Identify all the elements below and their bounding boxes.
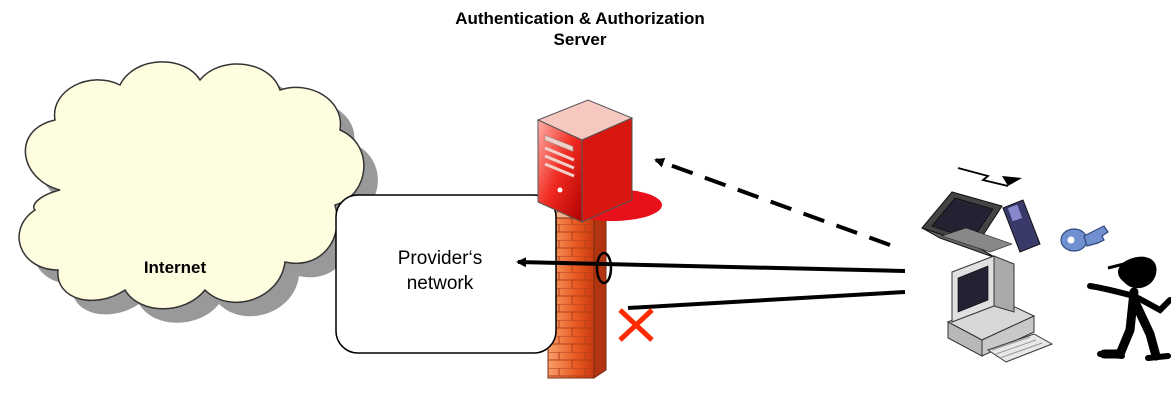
laptop-icon	[921, 191, 1013, 259]
provider-label-line-2: network	[406, 273, 474, 294]
auth-request-arrow	[654, 158, 891, 247]
wireless-signal-icon	[957, 167, 1022, 187]
server-tower-icon	[536, 99, 662, 223]
pda-icon	[1002, 199, 1041, 253]
desktop-computer-icon	[946, 255, 1054, 363]
provider-network-box	[335, 194, 557, 354]
title-line-2: Server	[553, 30, 607, 49]
title-line-1: Authentication & Authorization	[455, 9, 705, 28]
red-x-icon	[618, 308, 654, 342]
blocked-traffic-line	[627, 290, 906, 310]
internet-label: Internet	[143, 258, 207, 277]
allowed-traffic-arrow	[516, 257, 906, 273]
provider-network-label: Provider‘s network	[350, 246, 530, 296]
firewall-opening-icon	[595, 251, 613, 285]
internet-cloud-icon	[18, 61, 378, 323]
diagram-title: Authentication & Authorization Server	[380, 8, 780, 50]
stick-figure-user-icon	[1087, 256, 1171, 361]
provider-label-line-1: Provider‘s	[397, 248, 483, 269]
key-icon	[1060, 225, 1109, 252]
